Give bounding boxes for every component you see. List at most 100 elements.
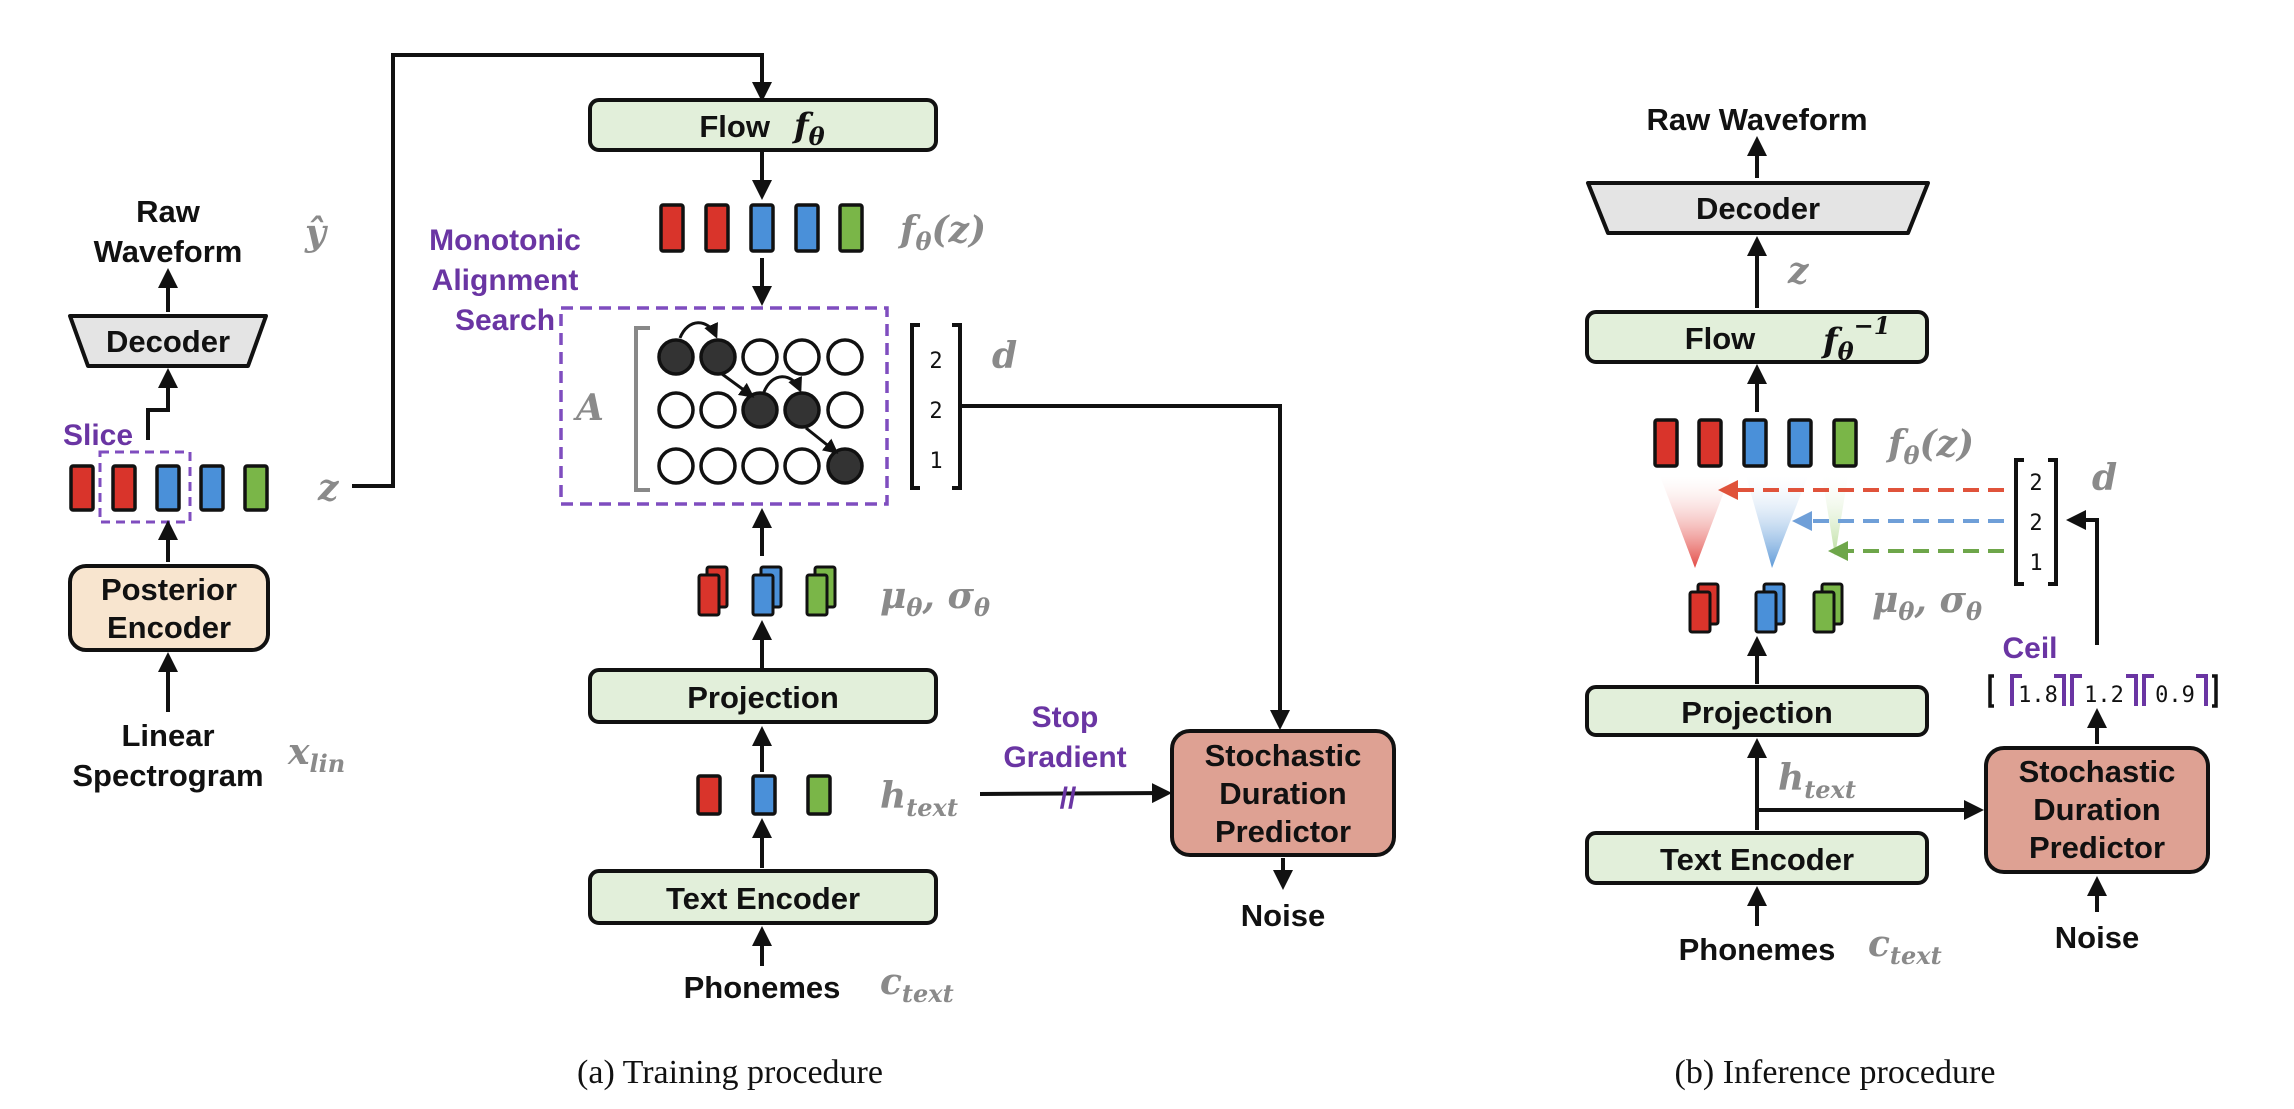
latent-frame-blue-2 (199, 464, 225, 512)
alignment-bracket (634, 326, 650, 492)
inf-prior-green-front (1812, 590, 1836, 634)
inference-mu-sigma-symbol: μθ, σθ (1872, 579, 1982, 626)
align-cell-empty (826, 338, 864, 376)
training-d-symbol: d (992, 335, 1017, 377)
ceil-bracket (2010, 674, 2022, 706)
latent-frame-blue-1 (155, 464, 181, 512)
d-bracket-right (952, 323, 962, 490)
align-cell-empty (741, 338, 779, 376)
align-cell-filled (657, 338, 695, 376)
ceil-bracket (2054, 674, 2066, 706)
stop-gradient-mark: // (1060, 782, 1077, 815)
alignment-A-symbol: A (573, 387, 604, 429)
inference-sdp-label-3: Predictor (2029, 830, 2165, 865)
align-cell-filled (741, 391, 779, 429)
slice-label: Slice (63, 419, 133, 452)
mas-label-3: Search (455, 304, 555, 337)
align-cell-filled (699, 338, 737, 376)
latent-frame-red-2 (111, 464, 137, 512)
duration-value: 2 (929, 399, 942, 424)
training-decoder-label: Decoder (106, 324, 230, 359)
arrow-ceil-to-d (2066, 510, 2099, 645)
x-lin-symbol: xlin (287, 731, 345, 778)
fz-frame-red-1 (659, 203, 685, 253)
inference-noise-label: Noise (2055, 920, 2139, 955)
expand-cone-red (1660, 476, 1730, 568)
inference-z-symbol: z (1787, 250, 1810, 292)
prior-stat-red-front (697, 573, 721, 617)
training-noise-label: Noise (1241, 898, 1325, 933)
training-raw-waveform-label-2: Waveform (94, 234, 243, 269)
align-path-arrow (762, 375, 802, 393)
inference-sdp-block (1984, 746, 2210, 874)
inf-prior-blue-front (1754, 590, 1778, 634)
mas-dashed-box (559, 306, 889, 506)
prior-stat-green-front (805, 573, 829, 617)
inf-duration-value: 2 (2029, 511, 2042, 536)
inference-sdp-label-1: Stochastic (2019, 754, 2176, 789)
training-z-symbol: z (317, 467, 340, 509)
expand-cone-blue (1746, 476, 1808, 568)
inference-flow-label: Flow (1685, 321, 1756, 356)
inference-f-inverse-symbol: fθ−1 (1821, 311, 1890, 366)
align-cell-empty (657, 447, 695, 485)
inf-fz-frame-blue-2 (1787, 418, 1813, 468)
fz-frame-blue-2 (794, 203, 820, 253)
training-fz-symbol: fθ(z) (897, 209, 986, 256)
training-htext-symbol: htext (880, 775, 958, 822)
inf-fz-frame-blue-1 (1742, 418, 1768, 468)
align-cell-empty (699, 447, 737, 485)
slice-dashed-box (98, 450, 192, 524)
ceil-outer-bracket-left (1988, 674, 1994, 708)
stop-gradient-label-2: Gradient (1003, 741, 1126, 774)
inference-decoder-label: Decoder (1696, 191, 1820, 226)
stop-gradient-label-1: Stop (1032, 701, 1099, 734)
prior-stat-blue-front (751, 573, 775, 617)
align-path-arrow (721, 372, 755, 398)
ceil-bracket (2196, 674, 2208, 706)
mas-label-2: Alignment (432, 264, 579, 297)
d-bracket-left (910, 323, 920, 490)
inference-prior-stats (1688, 582, 1844, 634)
training-sdp-block (1170, 729, 1396, 857)
training-flow-block (588, 98, 938, 152)
training-mu-sigma-symbol: μθ, σθ (880, 575, 990, 622)
training-projection-block (588, 668, 938, 724)
training-ctext-symbol: ctext (880, 961, 954, 1008)
posterior-encoder-label-2: Encoder (107, 610, 231, 645)
inf-fz-frame-green-1 (1832, 418, 1858, 468)
inference-caption: (b) Inference procedure (1675, 1054, 1996, 1091)
ceil-bracket (2070, 674, 2082, 706)
inf-duration-value: 1 (2029, 551, 2042, 576)
inference-projection-block (1585, 685, 1929, 737)
inference-raw-waveform-label: Raw Waveform (1646, 102, 1867, 137)
fz-frame-blue-1 (749, 203, 775, 253)
align-cell-filled (826, 447, 864, 485)
arrow-d-to-sdp (962, 404, 1290, 730)
training-htext-row (696, 774, 832, 816)
inference-ctext-symbol: ctext (1868, 923, 1942, 970)
align-cell-empty (657, 391, 695, 429)
training-projection-label: Projection (687, 680, 839, 715)
inference-fz-symbol: fθ(z) (1885, 423, 1974, 470)
inf-fz-frame-red-2 (1697, 418, 1723, 468)
ceil-bracket (2142, 674, 2154, 706)
inf-d-bracket-right (2048, 458, 2058, 586)
training-latent-z-row (69, 450, 269, 524)
arrow-z-to-flow (352, 53, 772, 488)
align-cell-empty (783, 338, 821, 376)
posterior-encoder-block (68, 564, 270, 652)
inference-flow-block (1585, 310, 1929, 364)
inf-prior-red-front (1688, 590, 1712, 634)
training-text-encoder-label: Text Encoder (666, 881, 860, 916)
inference-sdp-label-2: Duration (2033, 792, 2160, 827)
fz-frame-green-1 (838, 203, 864, 253)
htext-frame-red (696, 774, 722, 816)
inference-d-symbol: d (2092, 457, 2117, 499)
ceil-values: 1.8 1.2 0.9 (1988, 674, 2218, 708)
htext-frame-blue (751, 774, 777, 816)
training-raw-waveform-label-1: Raw (136, 194, 201, 229)
training-sdp-label-1: Stochastic (1205, 738, 1362, 773)
